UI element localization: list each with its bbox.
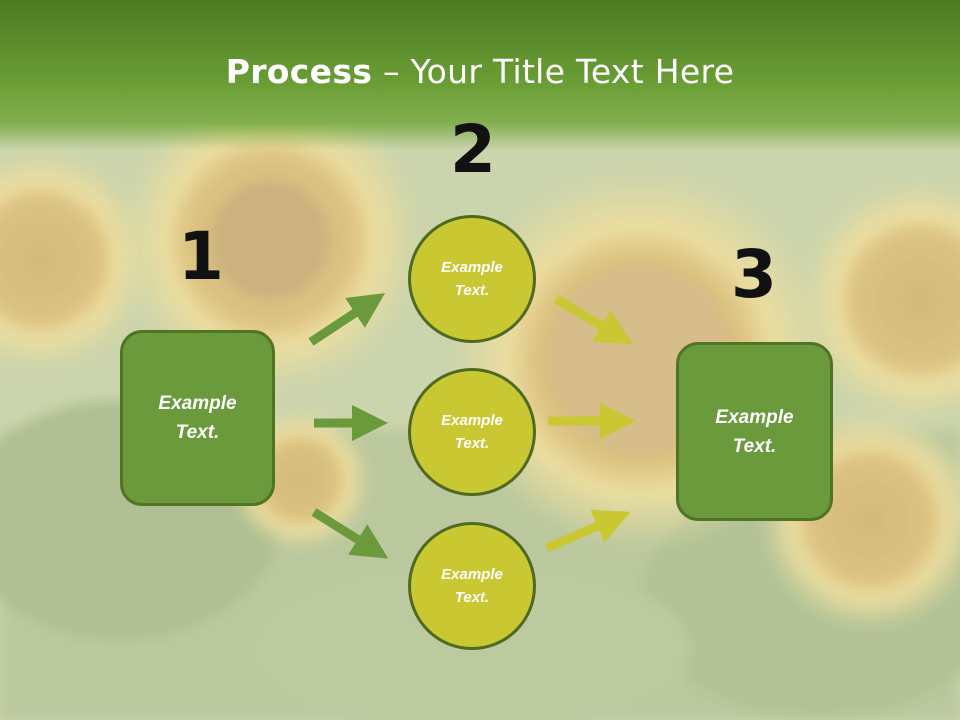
arrow-1-to-top [308,293,386,346]
step-2-circle-top[interactable]: Example Text. [408,215,536,343]
step-3-box[interactable]: Example Text. [676,342,833,521]
arrow-1-to-bottom [311,508,389,559]
step-2-circle-bottom[interactable]: Example Text. [408,522,536,650]
circle-middle-label: Example Text. [441,412,503,452]
arrow-bottom-to-3 [545,509,631,553]
slide-title: Process – Your Title Text Here [0,52,960,91]
title-bold: Process [225,52,373,91]
circle-top-label: Example Text. [441,259,503,299]
step-number-1: 1 [178,218,224,295]
title-rest: – Your Title Text Here [372,52,735,91]
title-bar [0,0,960,150]
circle-bottom-label: Example Text. [441,566,503,606]
step-number-2: 2 [450,111,496,188]
step-number-3: 3 [731,236,777,313]
step-1-box[interactable]: Example Text. [120,330,275,506]
arrow-top-to-3 [553,295,633,345]
step-3-label: Example Text. [715,406,794,457]
step-1-label: Example Text. [158,393,237,443]
step-2-circle-middle[interactable]: Example Text. [408,368,536,496]
